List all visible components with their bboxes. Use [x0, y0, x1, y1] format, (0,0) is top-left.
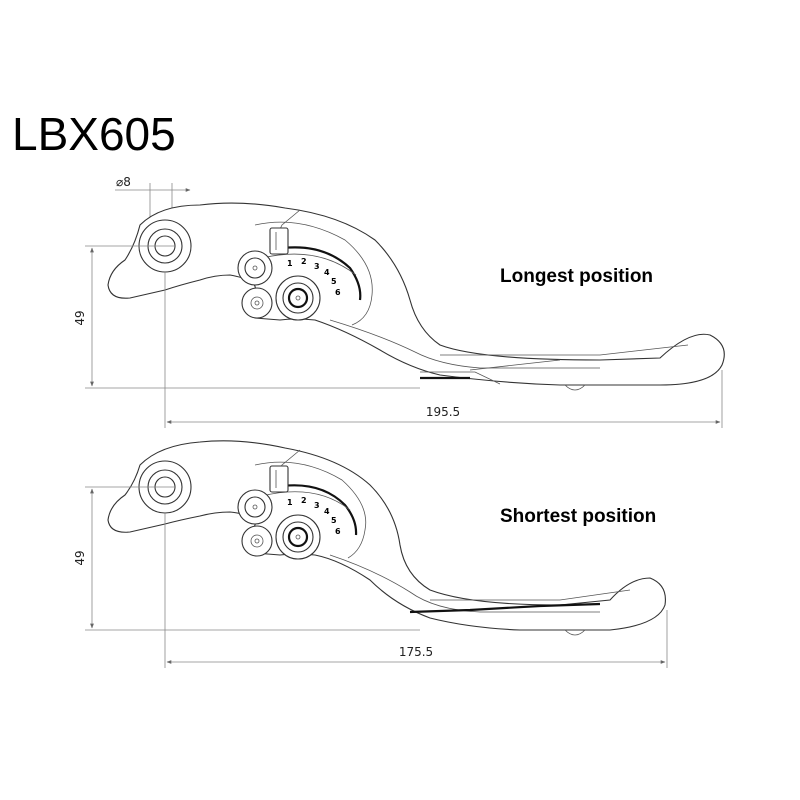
scale-5: 5	[331, 277, 337, 286]
length-dim-longest: 195.5	[426, 405, 460, 419]
scale-3-short: 3	[314, 501, 320, 510]
scale-4: 4	[324, 268, 330, 277]
lever-shortest: 1 2 3 4 5 6	[107, 440, 666, 636]
scale-3: 3	[314, 262, 320, 271]
height-dim-longest: 49	[73, 310, 87, 325]
product-code: LBX605	[12, 108, 176, 160]
scale-4-short: 4	[324, 507, 330, 516]
length-dim-shortest: 175.5	[399, 645, 433, 659]
position-label-longest: Longest position	[500, 266, 653, 287]
scale-2: 2	[301, 257, 307, 266]
scale-6-short: 6	[335, 527, 341, 536]
dimensions-shortest: 49 175.5	[73, 486, 668, 668]
scale-1-short: 1	[287, 498, 293, 507]
scale-1: 1	[287, 259, 293, 268]
dimensions-longest: 49 195.5	[73, 245, 723, 428]
position-label-shortest: Shortest position	[500, 506, 656, 527]
diameter-label: ⌀8	[116, 175, 131, 189]
scale-2-short: 2	[301, 496, 307, 505]
lever-longest: 1 2 3 4 5 6	[107, 202, 725, 391]
scale-5-short: 5	[331, 516, 337, 525]
scale-6: 6	[335, 288, 341, 297]
height-dim-shortest: 49	[73, 550, 87, 565]
